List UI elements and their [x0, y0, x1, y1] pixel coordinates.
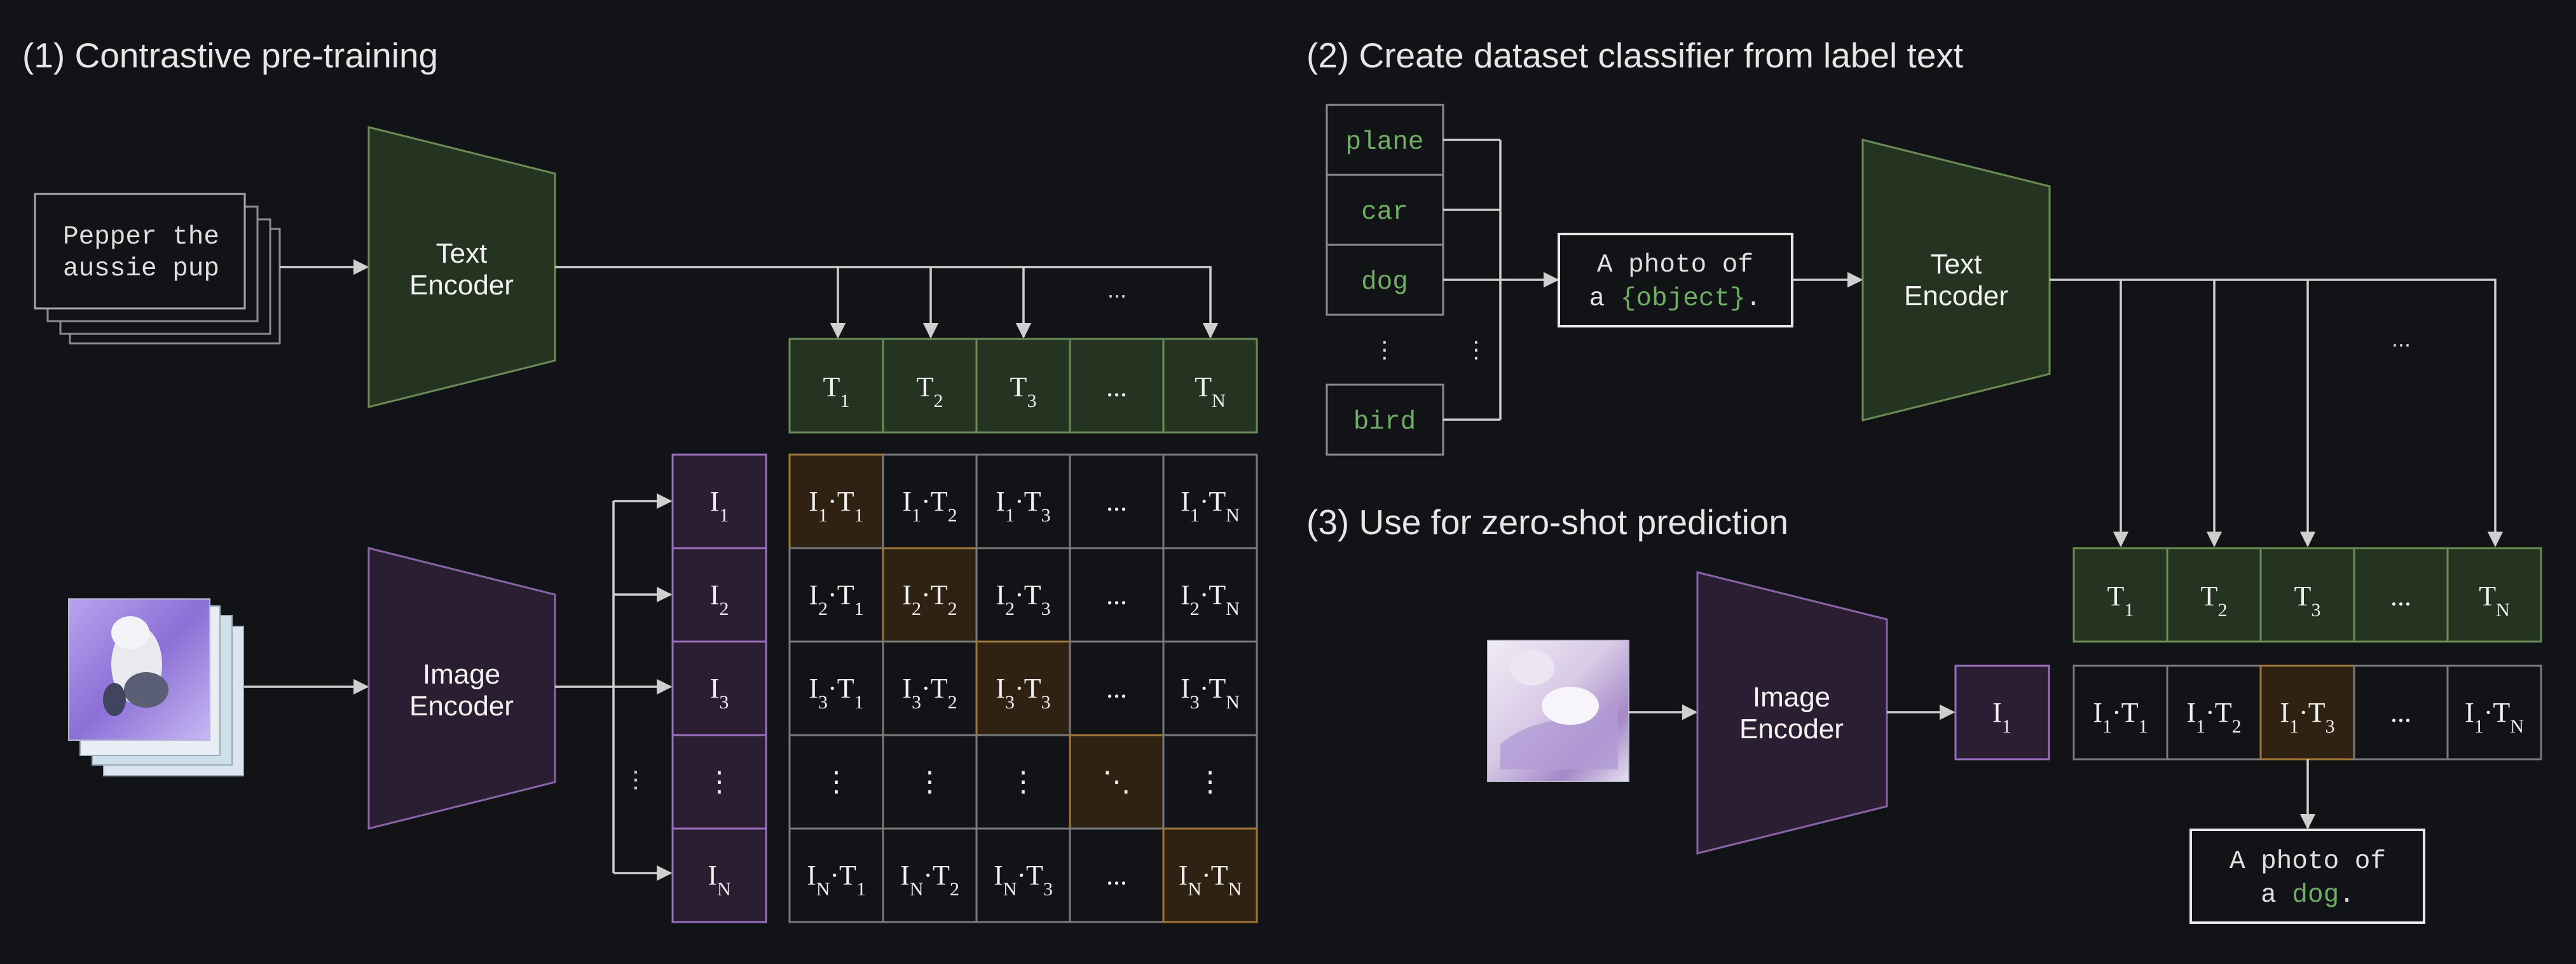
score-cell: [2446, 664, 2542, 761]
caption-card: [34, 193, 246, 310]
label-box-plane: [1326, 104, 1444, 176]
matrix-cell-label: ...: [1106, 579, 1127, 610]
text-arrows-ellipsis: ...: [1107, 277, 1127, 303]
image-encoder-1: [367, 547, 556, 830]
text-arrows-ellipsis-2: ...: [2392, 326, 2411, 352]
text-feature-cell: [2446, 547, 2542, 643]
text-feature-cell: [2072, 547, 2168, 643]
matrix-cell: [975, 453, 1071, 549]
dog-photo-stack: [68, 598, 244, 776]
matrix-cell: [882, 734, 978, 830]
prompt-template-line-2: a {object}.: [1589, 284, 1762, 313]
text-encoder-1-label-1: Text: [436, 238, 488, 269]
matrix-cell: [882, 827, 978, 923]
label-box-car: [1326, 174, 1444, 246]
matrix-cell: [1162, 453, 1258, 549]
score-cell-label: ...: [2390, 697, 2411, 728]
prompt-template-box: [1558, 233, 1793, 327]
text-encoder-2-label-2: Encoder: [1904, 280, 2008, 312]
matrix-cell: [788, 640, 884, 736]
caption-line-1: Pepper the: [63, 223, 219, 252]
label-bird: bird: [1353, 408, 1416, 437]
text-encoder-1-label-2: Encoder: [409, 270, 514, 301]
query-image-feature-box: [1954, 664, 2050, 761]
text-encoder-1: [367, 126, 556, 408]
score-cell: [2072, 664, 2168, 761]
matrix-cell-label: ...: [1106, 860, 1127, 891]
text-feature-cell: [2166, 547, 2262, 643]
image-encoder-1-label-2: Encoder: [409, 691, 514, 722]
label-list: plane car dog ⋮ bird: [1326, 104, 1444, 456]
text-feature-label: ...: [2390, 581, 2411, 612]
text-encoder-2-label-1: Text: [1931, 249, 1982, 280]
matrix-cell-label: ...: [1106, 673, 1127, 704]
image-encoder-2-label-2: Encoder: [1739, 713, 1844, 745]
matrix-cell: [1162, 734, 1258, 830]
image-encoder-2: [1696, 571, 1888, 855]
text-feature-cell: [975, 338, 1071, 434]
bracket-vdots: ⋮: [1465, 336, 1488, 362]
prediction-line-2: a dog.: [2261, 881, 2355, 910]
image-encoder-2-label-1: Image: [1753, 682, 1830, 713]
text-feature-cell: [788, 338, 884, 434]
score-cell: [2166, 664, 2262, 761]
matrix-cell-label: ⋮: [1196, 766, 1224, 797]
section-title-classifier: (2) Create dataset classifier from label…: [1306, 36, 1963, 75]
query-image-feature: I1: [1992, 697, 2011, 737]
image-feature-cell: [671, 734, 767, 830]
image-feature-cell: [671, 640, 767, 736]
text-feature-cell: [1069, 338, 1165, 434]
image-feature-cell: [671, 453, 767, 549]
matrix-cell: [1069, 827, 1165, 923]
matrix-cell-diagonal: [1162, 827, 1258, 923]
label-box-bird: [1326, 383, 1444, 456]
caption-stack: Pepper the aussie pup: [34, 193, 281, 345]
prediction-box: [2189, 829, 2425, 924]
matrix-cell: [1069, 547, 1165, 643]
prediction-line-1: A photo of: [2230, 847, 2386, 876]
label-dog: dog: [1361, 268, 1408, 297]
image-feature-label: ⋮: [706, 766, 734, 797]
label-box-dog: [1326, 244, 1444, 316]
image-feature-cell: [671, 827, 767, 923]
matrix-cell-label: I2·T3: [996, 579, 1050, 619]
matrix-cell-label: ⋮: [1010, 766, 1038, 797]
text-feature-cell: [2353, 547, 2449, 643]
section-title-zeroshot: (3) Use for zero-shot prediction: [1306, 502, 1788, 542]
matrix-cell-label: ⋮: [823, 766, 851, 797]
matrix-cell: [975, 827, 1071, 923]
text-encoder-2: [1861, 139, 2051, 422]
score-cell-best: [2259, 664, 2355, 761]
query-photo: [1487, 640, 1629, 782]
branch-vdots: ⋮: [624, 766, 647, 792]
matrix-cell-label: ⋮: [916, 766, 944, 797]
matrix-cell-label: ...: [1106, 486, 1127, 517]
image-encoder-1-label-1: Image: [423, 659, 500, 690]
matrix-cell: [975, 734, 1071, 830]
matrix-cell-diagonal: [975, 640, 1071, 736]
matrix-cell: [1162, 640, 1258, 736]
matrix-cell-label: ⋱: [1103, 766, 1131, 797]
label-vdots: ⋮: [1373, 336, 1396, 362]
matrix-cell-diagonal: [1069, 734, 1165, 830]
image-feature-cell: [671, 547, 767, 643]
label-plane: plane: [1345, 128, 1423, 157]
text-feature-label: ...: [1106, 371, 1127, 403]
text-feature-cell: [1162, 338, 1258, 434]
prompt-template-line-1: A photo of: [1597, 251, 1753, 280]
section-title-pretraining: (1) Contrastive pre-training: [22, 36, 438, 75]
matrix-cell: [882, 640, 978, 736]
label-car: car: [1361, 198, 1408, 227]
caption-line-2: aussie pup: [63, 254, 219, 284]
